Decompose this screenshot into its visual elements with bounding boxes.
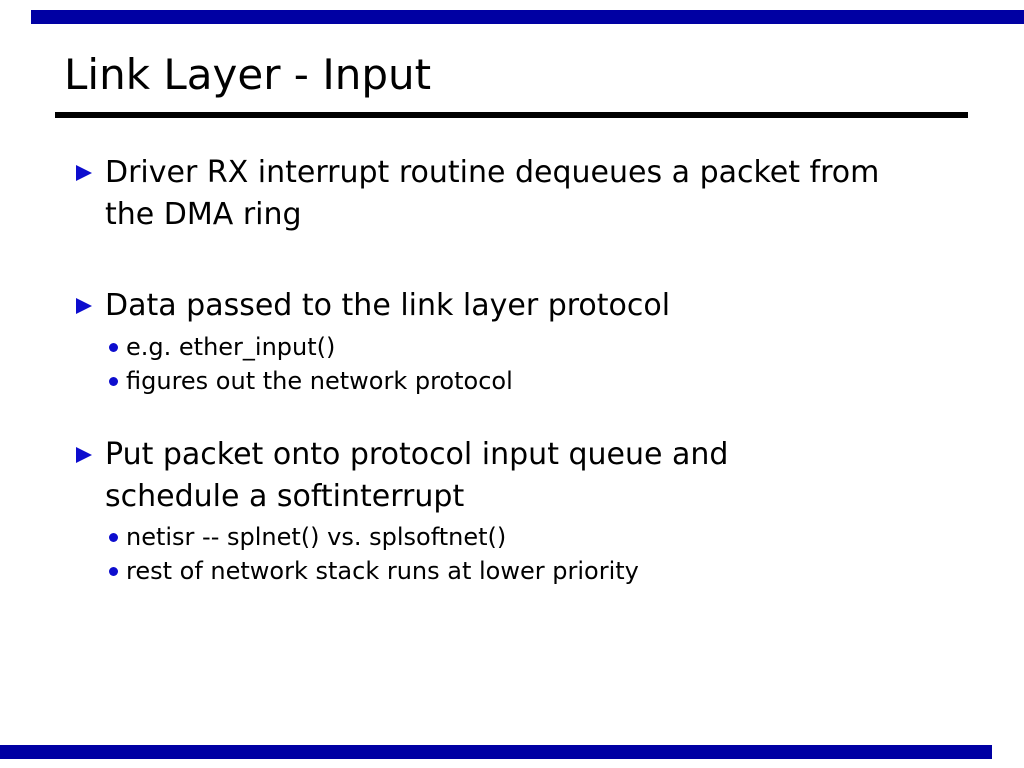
title-underline-rule bbox=[55, 112, 968, 118]
bullet-item-driver-rx: Driver RX interrupt routine dequeues a p… bbox=[76, 152, 905, 236]
sub-bullet-text: e.g. ether_input() bbox=[126, 333, 336, 361]
bullet-text: Put packet onto protocol input queue and… bbox=[105, 437, 729, 514]
triangle-bullet-icon bbox=[76, 447, 92, 463]
sub-bullet-text: rest of network stack runs at lower prio… bbox=[126, 557, 639, 585]
slide-title: Link Layer - Input bbox=[64, 50, 432, 99]
bullet-item-put-packet: Put packet onto protocol input queue and… bbox=[76, 434, 815, 518]
triangle-bullet-icon bbox=[76, 165, 92, 181]
bullet-text: Driver RX interrupt routine dequeues a p… bbox=[105, 155, 880, 232]
sub-bullet-item-ether-input: e.g. ether_input() bbox=[109, 330, 335, 364]
sub-bullet-item-lower-priority: rest of network stack runs at lower prio… bbox=[109, 554, 639, 588]
dot-bullet-icon bbox=[109, 533, 118, 542]
sub-bullet-item-figures-out: figures out the network protocol bbox=[109, 364, 513, 398]
sub-bullet-text: figures out the network protocol bbox=[126, 367, 513, 395]
bottom-accent-bar bbox=[0, 745, 992, 759]
sub-bullet-item-netisr: netisr -- splnet() vs. splsoftnet() bbox=[109, 520, 506, 554]
top-accent-bar bbox=[31, 10, 1024, 24]
triangle-bullet-icon bbox=[76, 298, 92, 314]
bullet-text: Data passed to the link layer protocol bbox=[105, 288, 671, 323]
dot-bullet-icon bbox=[109, 343, 118, 352]
sub-bullet-text: netisr -- splnet() vs. splsoftnet() bbox=[126, 523, 507, 551]
bullet-item-data-passed: Data passed to the link layer protocol bbox=[76, 285, 670, 327]
dot-bullet-icon bbox=[109, 377, 118, 386]
dot-bullet-icon bbox=[109, 567, 118, 576]
